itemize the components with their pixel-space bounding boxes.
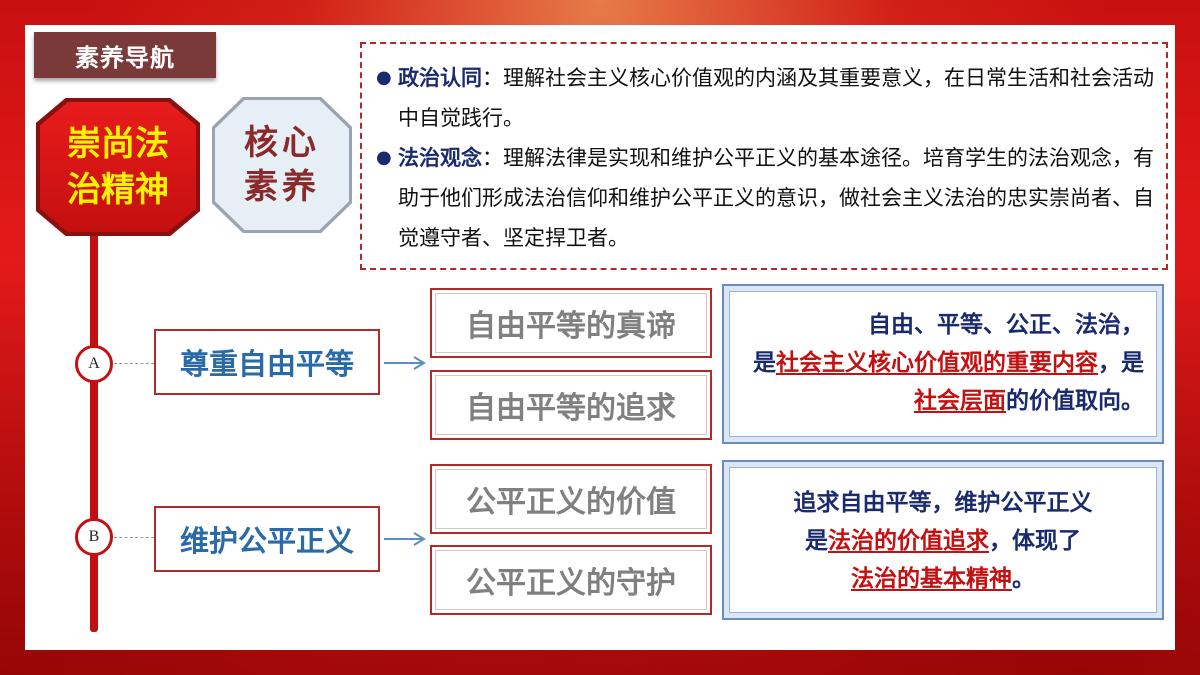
highlight-text: 社会主义核心价值观的重要内容 — [776, 350, 1098, 376]
highlight-text: 社会层面 — [914, 388, 1006, 414]
timeline-line — [90, 228, 98, 632]
bullet-text: 理解社会主义核心价值观的内涵及其重要意义，在日常生活和社会活动中自觉践行。 — [398, 66, 1154, 130]
summary-a: 自由、平等、公正、法治， 是社会主义核心价值观的重要内容，是社会层面的价值取向。 — [722, 284, 1164, 444]
bullet-title: 法治观念 — [398, 146, 482, 170]
theme-line-2: 治精神 — [67, 170, 169, 210]
bullet-text: 理解法律是实现和维护公平正义的基本途径。培育学生的法治观念，有助于他们形成法治信… — [398, 146, 1154, 250]
theme-badge: 崇尚法 治精神 — [40, 102, 196, 232]
topic-a1: 自由平等的真谛 — [430, 288, 712, 358]
theme-line-1: 崇尚法 — [67, 124, 169, 164]
label-a: 尊重自由平等 — [154, 329, 380, 395]
arrow-a-icon — [384, 356, 426, 370]
bullet-item: ● 法治观念：理解法律是实现和维护公平正义的基本途径。培育学生的法治观念，有助于… — [376, 138, 1156, 258]
connector-a — [114, 363, 154, 364]
topic-a2: 自由平等的追求 — [430, 370, 712, 440]
connector-b — [114, 537, 154, 538]
section-tag: 素养导航 — [34, 32, 216, 78]
summary-b: 追求自由平等，维护公平正义 是法治的价值追求，体现了 法治的基本精神。 — [722, 460, 1164, 620]
highlight-text: 法治的价值追求 — [828, 528, 989, 554]
bullet-icon: ● — [376, 147, 392, 168]
bullet-icon: ● — [376, 67, 392, 88]
bullet-title: 政治认同 — [398, 66, 482, 90]
arrow-b-icon — [384, 532, 426, 546]
marker-a: A — [75, 345, 113, 383]
highlight-text: 法治的基本精神 — [851, 566, 1012, 592]
marker-b: B — [75, 518, 113, 556]
core-literacy-box: ● 政治认同：理解社会主义核心价值观的内涵及其重要意义，在日常生活和社会活动中自… — [360, 42, 1168, 270]
core-line-1: 核心 — [244, 123, 320, 163]
core-badge: 核心 素养 — [215, 100, 349, 230]
label-b: 维护公平正义 — [154, 506, 380, 572]
topic-b1: 公平正义的价值 — [430, 464, 712, 534]
core-line-2: 素养 — [244, 167, 320, 207]
topic-b2: 公平正义的守护 — [430, 545, 712, 615]
bullet-item: ● 政治认同：理解社会主义核心价值观的内涵及其重要意义，在日常生活和社会活动中自… — [376, 58, 1156, 138]
